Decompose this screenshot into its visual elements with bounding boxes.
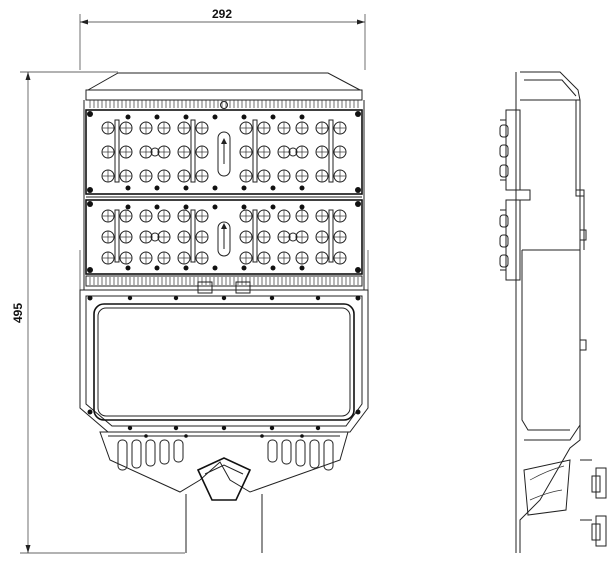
side-view [499, 71, 607, 553]
led-module-upper [85, 109, 363, 195]
led-module-lower [85, 199, 363, 275]
width-dimension: 292 [79, 7, 366, 70]
bracket-bolts [580, 459, 607, 547]
height-dimension-label: 495 [11, 303, 25, 323]
front-view [79, 72, 369, 553]
height-dimension: 495 [11, 71, 185, 554]
width-dimension-label: 292 [212, 7, 232, 21]
